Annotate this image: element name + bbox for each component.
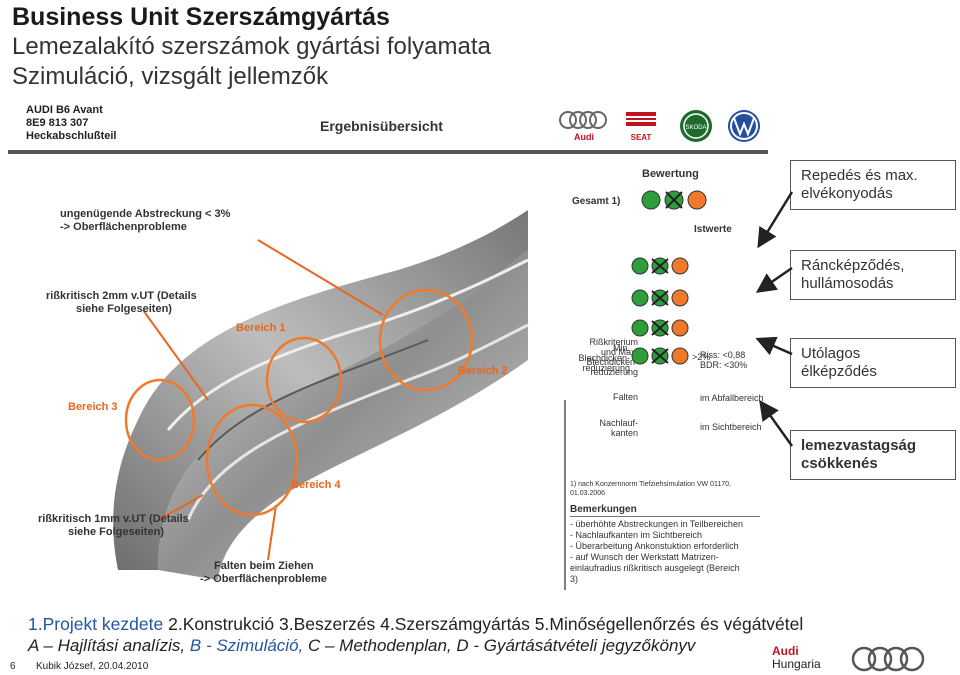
criterion-1-label: Rißkriterium und Max. Blechdicken- reduz… [586,337,638,377]
steps-remaining: 2.Konstrukció 3.Beszerzés 4.Szerszámgyár… [168,614,804,634]
standard-footnote: 1) nach Konzernnorm Tiefziehsimulation V… [570,481,731,497]
audi-rings-logo [559,111,607,129]
criterion-2-label: Falten [612,392,638,402]
page-title: Business Unit Szerszámgyártás [12,3,390,31]
audi-hungaria-logo: Audi Hungaria [772,644,821,671]
bereich-2-circle [378,288,474,392]
annotation-bottom-left: rißkritisch 1mm v.UT (Details siehe Folg… [38,513,189,538]
annotation-leader-bottom [267,504,277,561]
document-header: AUDI B6 Avant 8E9 813 307 Heckabschlußte… [26,104,117,142]
bereich-1-label: Bereich 1 [236,322,286,334]
part-bead-highlight-2 [186,323,529,521]
seat-logo-text: SEAT [631,133,652,142]
sheet-metal-part [113,210,529,580]
bemerkungen-list: - überhöhte Abstreckungen in Teilbereich… [570,519,743,584]
annotation-leader-bottom-left [157,494,204,521]
result-overview-title: Ergebnisübersicht [320,118,443,134]
istwerte-label: Istwerte [694,224,732,235]
bereich-2-label: Bereich 2 [458,365,508,377]
page-subtitle: Lemezalakító szerszámok gyártási folyama… [12,33,491,60]
author-date: Kubik József, 20.04.2010 [36,661,149,672]
criterion-1-value: Riss: <0,88 BDR: <30% [700,350,748,370]
bemerkungen-heading: Bemerkungen [570,504,637,515]
annotation-leader-mid [142,309,209,401]
criterion-3-value: im Sichtbereich [700,422,762,432]
annotation-leader-top [257,239,384,316]
criterion-1-lights [647,364,649,366]
callout-cracking: Repedés és max. elvékonyodás [790,160,956,210]
evaluation-panel: Bewertung Gesamt 1) Istwerte Rißkriteriu… [570,160,770,590]
brand-logos: Audi SEAT SKODA VW [559,110,760,142]
simulation-figure: AUDI B6 Avant 8E9 813 307 Heckabschlußte… [8,100,770,592]
audi-logo-text: Audi [574,132,594,142]
step-project-start: 1.Projekt kezdete [28,614,164,634]
vw-logo: VW [728,110,760,142]
gesamt-label: Gesamt 1) [572,196,621,207]
criterion-4-label: Min. Blechdicken- reduzierung [578,343,630,373]
tech-simulation: B - Szimuláció, [189,636,304,655]
skoda-logo: SKODA [680,110,712,142]
callout-thickness-reduction: lemezvastagság csökkenés [790,430,956,480]
page-number: 6 [10,661,16,672]
technique-line: A – Hajlítási analízis, B - Szimuláció, … [28,636,696,655]
bereich-3-label: Bereich 3 [68,401,118,413]
bereich-3-circle [124,378,196,462]
bewertung-heading: Bewertung [642,168,699,180]
part-flange [113,210,529,570]
bereich-4-circle [205,403,299,517]
annotation-mid-left: rißkritisch 2mm v.UT (Details siehe Folg… [46,290,197,315]
part-bead-highlight [166,258,529,431]
part-bead-shadow [197,339,429,461]
criterion-3-label: Nachlauf- kanten [599,418,638,438]
part-surface [158,250,528,580]
page-subtitle-2: Szimuláció, vizsgált jellemzők [12,63,329,90]
rating-lights [641,190,707,366]
gesamt-lights [641,190,707,210]
header-divider [8,150,768,154]
annotation-top-left: ungenügende Abstreckung < 3% -> Oberfläc… [60,208,231,233]
title-block: Business Unit Szerszámgyártás Lemezalakí… [12,2,491,92]
audi-rings-icon [851,646,925,672]
criterion-2-value: im Abfallbereich [700,393,764,403]
process-steps: 1.Projekt kezdete 2.Konstrukció 3.Beszer… [28,614,803,635]
callout-wrinkling: Ráncképződés, hullámosodás [790,250,956,300]
annotation-bottom: Falten beim Ziehen -> Oberflächenproblem… [200,560,327,585]
bereich-1-circle [265,336,343,424]
bereich-4-label: Bereich 4 [291,479,341,491]
callout-edge-formation: Utólagos élképződés [790,338,956,388]
bemerkungen-divider [570,516,760,517]
seat-logo [626,112,656,126]
svg-text:SKODA: SKODA [685,125,706,131]
criterion-4-value: >2% [692,352,711,362]
